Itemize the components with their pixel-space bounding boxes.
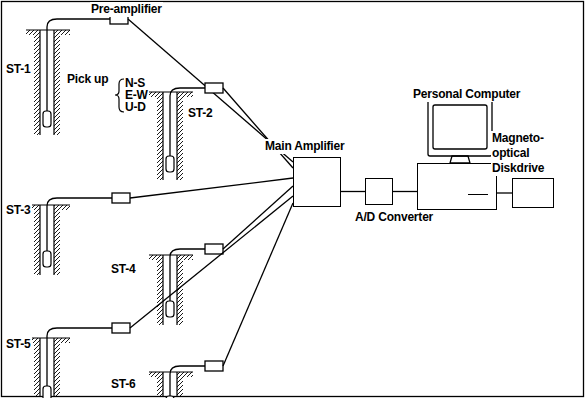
casing-wall [39, 30, 40, 135]
ground-hatch [157, 372, 163, 397]
sensor-cable [170, 249, 205, 301]
pickup-sensor [43, 251, 51, 267]
sensor-cable [170, 366, 205, 396]
casing-wall [53, 338, 54, 397]
ground-hatch [183, 372, 193, 377]
borehole [149, 186, 293, 325]
ground-hatch [54, 30, 60, 135]
annotation: Pick up [66, 72, 109, 87]
signal-cable [223, 186, 293, 249]
ground-hatch [34, 338, 40, 397]
personal-computer-monitor [428, 100, 492, 163]
casing-wall [162, 255, 163, 325]
ground-surface [149, 254, 193, 255]
pickup-sensor [166, 301, 174, 317]
ground-hatch [149, 92, 157, 97]
ad-converter-box: A/D Converter [365, 178, 393, 205]
signal-cable [223, 203, 293, 366]
ground-surface [26, 204, 70, 205]
sensor-cable [47, 328, 112, 386]
sensor-cable [47, 19, 110, 111]
ground-hatch [26, 30, 34, 35]
sensor-cable [170, 88, 205, 156]
station-label: ST-2 [187, 106, 214, 121]
casing-wall [176, 92, 177, 180]
station-label: ST-1 [5, 62, 32, 77]
casing-wall [162, 372, 163, 397]
ground-surface [26, 29, 70, 30]
pre-amplifier-box [112, 193, 130, 203]
pre-amplifier-box [205, 83, 223, 93]
casing-wall [53, 205, 54, 275]
borehole [149, 83, 293, 180]
ground-hatch [177, 92, 183, 180]
main-amplifier-box: Main Amplifier [293, 157, 341, 207]
ground-hatch [54, 338, 60, 397]
ground-hatch [34, 30, 40, 135]
connector [497, 192, 512, 193]
pickup-sensor [43, 111, 51, 127]
ground-hatch [54, 205, 60, 275]
station-label: ST-6 [110, 377, 137, 392]
node-label: A/D Converter [354, 210, 434, 225]
ground-hatch [157, 255, 163, 325]
signal-cable [223, 88, 293, 168]
boreholes [26, 14, 293, 398]
ground-hatch [34, 205, 40, 275]
station-label: ST-3 [5, 203, 32, 218]
pre-amplifier-box [205, 244, 223, 254]
casing-wall [39, 338, 40, 397]
casing-wall [162, 92, 163, 180]
brace [115, 79, 124, 112]
pickup-sensor [166, 396, 174, 398]
ground-hatch [183, 255, 193, 260]
ground-hatch [177, 372, 183, 397]
node-label: Magneto-optical Diskdrive [491, 131, 579, 176]
borehole [26, 196, 293, 398]
pickup-sensor [166, 156, 174, 172]
ground-hatch [149, 255, 157, 260]
annotation: Pre-amplifier [90, 2, 163, 17]
ground-hatch [60, 30, 70, 35]
signal-cable [130, 196, 293, 328]
node-label: Main Amplifier [264, 139, 345, 154]
ground-hatch [60, 338, 70, 343]
connector [393, 191, 417, 192]
ground-surface [149, 371, 193, 372]
node-label: Personal Computer [412, 87, 521, 102]
pre-amplifier-box [112, 323, 130, 333]
signal-cable [130, 178, 293, 198]
casing-wall [176, 372, 177, 397]
ground-hatch [183, 92, 193, 97]
ground-hatch [157, 92, 163, 180]
connector [341, 191, 365, 192]
diskdrive-box: Magneto-optical Diskdrive [512, 178, 554, 208]
casing-wall [53, 30, 54, 135]
casing-wall [39, 205, 40, 275]
borehole [149, 203, 293, 398]
ground-hatch [60, 205, 70, 210]
sensor-cable [47, 198, 112, 251]
ground-surface [26, 337, 70, 338]
ground-hatch [149, 372, 157, 377]
component-label: U-D [124, 100, 147, 115]
drive-slot [468, 194, 488, 195]
station-label: ST-4 [110, 262, 137, 277]
station-label: ST-5 [5, 337, 32, 352]
personal-computer-box: Personal Computer [417, 163, 497, 210]
pre-amplifier-box [205, 361, 223, 371]
pickup-sensor [43, 386, 51, 398]
